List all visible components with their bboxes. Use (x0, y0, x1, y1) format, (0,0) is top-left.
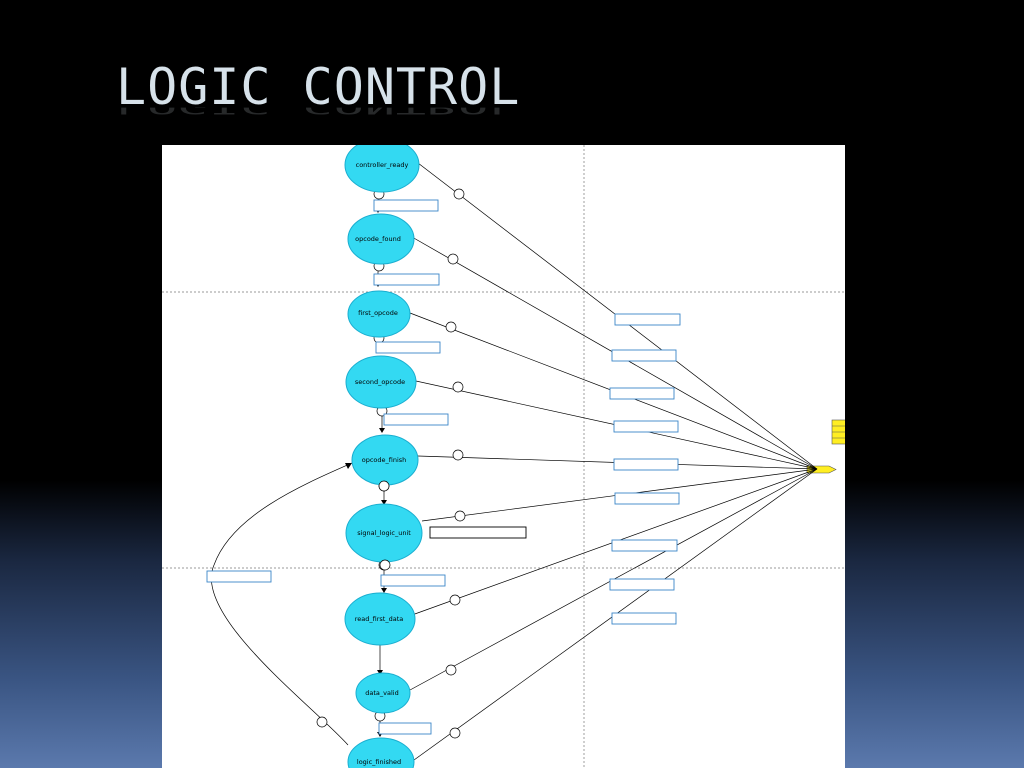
state-diagram: controller_ready opcode_found first_opco… (162, 145, 845, 768)
state-opcode-found: opcode_found (347, 213, 415, 265)
hub-tab (831, 419, 845, 445)
hub-transitions (409, 162, 818, 761)
svg-text:opcode_finish: opcode_finish (362, 456, 407, 464)
hub-transition-circles (445, 188, 466, 739)
svg-text:controller_ready: controller_ready (356, 161, 409, 169)
chain-circle-signal (379, 559, 391, 571)
svg-text:second_opcode: second_opcode (355, 378, 405, 386)
state-signal-logic-unit: signal_logic_unit (345, 503, 423, 563)
title-reflection: Logic Control (116, 108, 520, 116)
transition-label-boxes (609, 313, 681, 625)
svg-text:opcode_found: opcode_found (355, 235, 401, 243)
loop-back-transition (206, 462, 353, 746)
svg-text:read_first_data: read_first_data (355, 615, 403, 623)
state-data-valid: data_valid (355, 672, 411, 714)
svg-text:logic_finished: logic_finished (357, 758, 401, 766)
svg-text:first_opcode: first_opcode (358, 309, 398, 317)
page-guides (162, 145, 845, 768)
state-read-first-data: read_first_data (344, 592, 416, 646)
state-first-opcode: first_opcode (347, 290, 411, 338)
state-opcode-finish: opcode_finish (351, 434, 419, 486)
chain-circle-opcode-finish (378, 480, 390, 492)
condition-label-box (429, 526, 527, 539)
state-diagram-panel: controller_ready opcode_found first_opco… (162, 145, 845, 768)
svg-text:data_valid: data_valid (365, 689, 398, 697)
chain-label-boxes (373, 199, 449, 735)
state-second-opcode: second_opcode (345, 355, 417, 409)
svg-text:signal_logic_unit: signal_logic_unit (357, 529, 411, 537)
state-controller-ready: controller_ready (344, 145, 420, 193)
slide-title: Logic Control (116, 58, 521, 116)
states: controller_ready opcode_found first_opco… (344, 145, 423, 768)
state-logic-finished: logic_finished (347, 737, 415, 768)
